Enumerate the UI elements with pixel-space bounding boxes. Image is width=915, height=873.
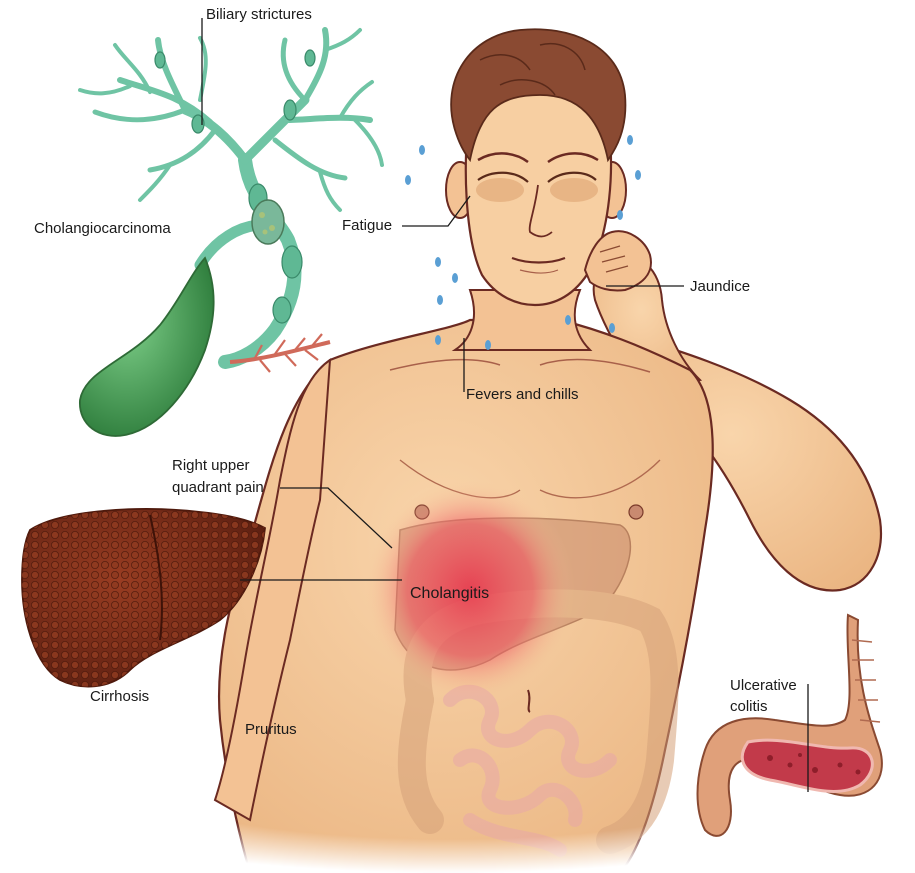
label-jaundice: Jaundice (690, 277, 750, 296)
label-ruq-pain-line1: Right upper (172, 456, 250, 475)
label-pruritus: Pruritus (245, 720, 297, 739)
label-ulcerative-colitis-line2: colitis (730, 697, 768, 716)
label-cholangitis: Cholangitis (410, 584, 489, 603)
label-cirrhosis: Cirrhosis (90, 687, 149, 706)
label-fevers-and-chills: Fevers and chills (466, 385, 579, 404)
label-cholangiocarcinoma: Cholangiocarcinoma (34, 219, 171, 238)
label-fatigue: Fatigue (342, 216, 392, 235)
colon (698, 615, 882, 836)
label-ulcerative-colitis-line1: Ulcerative (730, 676, 797, 695)
label-ruq-pain-line2: quadrant pain (172, 478, 264, 497)
label-biliary-strictures: Biliary strictures (206, 5, 312, 24)
